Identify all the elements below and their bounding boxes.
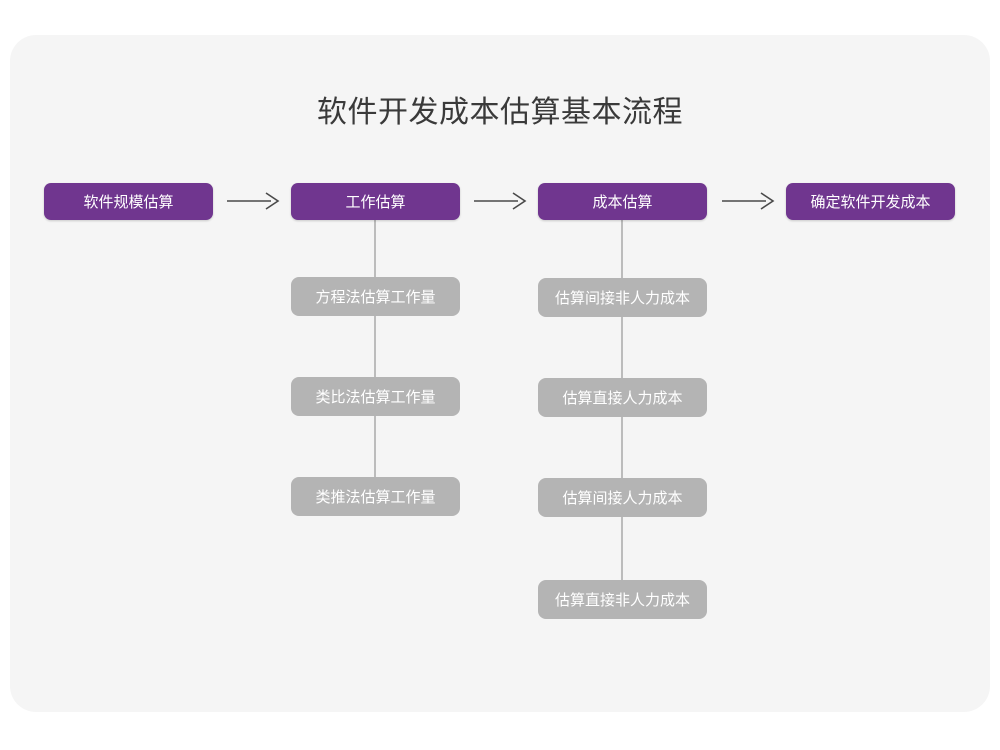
page-title: 软件开发成本估算基本流程 [317,96,683,129]
arrow-right-icon [721,190,775,212]
flow-node-software-scale-estimation[interactable]: 软件规模估算 [44,183,213,220]
branch-node-direct-nonlabor-cost[interactable]: 估算直接非人力成本 [538,580,707,619]
arrow-right-icon [473,190,527,212]
arrow-right-icon [226,190,280,212]
connector-line-work-estimation [374,220,376,478]
flow-node-work-estimation[interactable]: 工作估算 [291,183,460,220]
branch-node-equation-method-workload[interactable]: 方程法估算工作量 [291,277,460,316]
branch-node-analogy-method-workload[interactable]: 类比法估算工作量 [291,377,460,416]
flow-node-cost-estimation[interactable]: 成本估算 [538,183,707,220]
branch-node-direct-labor-cost[interactable]: 估算直接人力成本 [538,378,707,417]
branch-node-extrapolation-method-workload[interactable]: 类推法估算工作量 [291,477,460,516]
diagram-card [10,35,990,712]
branch-node-indirect-nonlabor-cost[interactable]: 估算间接非人力成本 [538,278,707,317]
branch-node-indirect-labor-cost[interactable]: 估算间接人力成本 [538,478,707,517]
flow-node-determine-development-cost[interactable]: 确定软件开发成本 [786,183,955,220]
